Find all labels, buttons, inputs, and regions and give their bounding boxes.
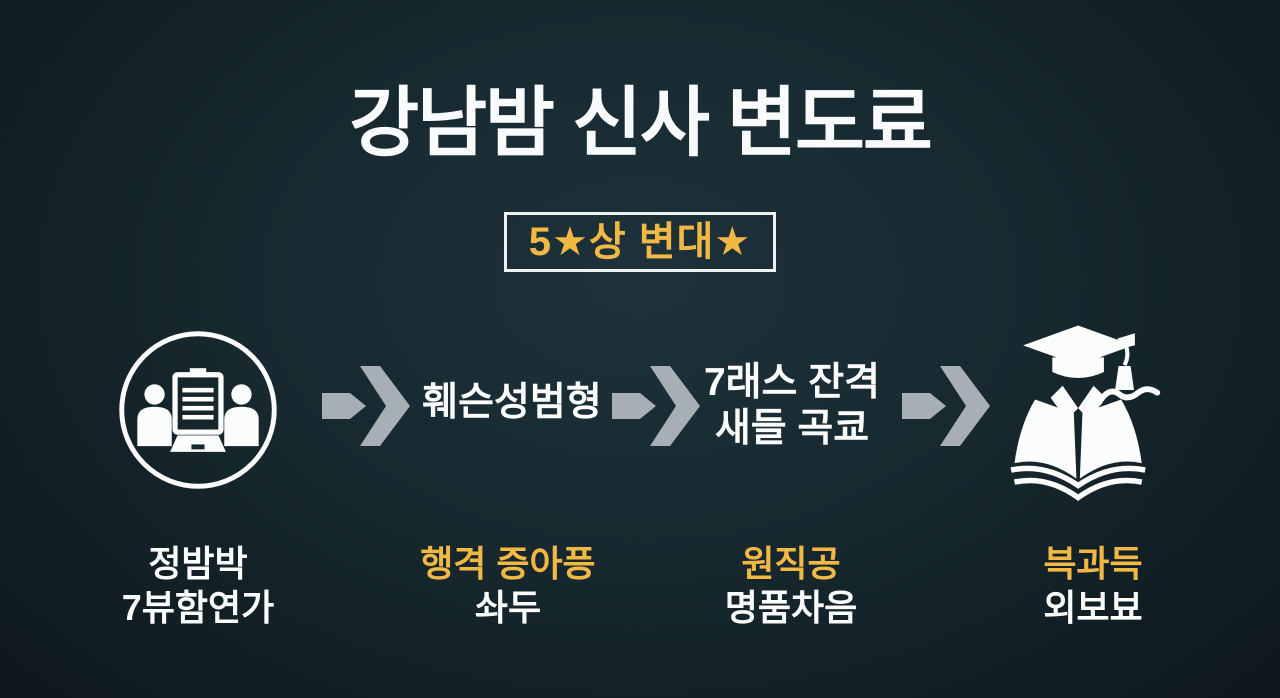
badge-row: 5★상 변대★ xyxy=(0,212,1280,272)
arrow-right-icon xyxy=(610,364,702,448)
flow-step-3-line-1: 7래스 잔격 xyxy=(703,361,881,404)
flow-step-2-caption-line-1: 행격 증아픙 xyxy=(420,543,596,584)
page-title: 강남밤 신사 변도료 xyxy=(349,81,933,166)
arrow-right-icon xyxy=(320,364,412,448)
flow-step-3-line-2: 새들 곡쿄 xyxy=(714,407,870,450)
flow-step-1-caption-line-2: 7뷰함연가 xyxy=(121,587,275,628)
arrow-right-icon-svg xyxy=(322,366,410,446)
flow-step-2-line: 훼슨성범형 xyxy=(422,381,602,424)
flow-step-1-caption: 정밤박 7뷰함연가 xyxy=(58,542,338,630)
flow-step-4-caption-line-1: 븍과득 xyxy=(1043,543,1143,584)
flow-step-2-caption-line-2: 솨두 xyxy=(474,587,542,628)
arrow-right-icon-svg xyxy=(902,366,990,446)
flow-step-2-caption: 행격 증아픙 솨두 xyxy=(368,542,648,630)
rating-badge: 5★상 변대★ xyxy=(503,212,777,272)
flow-step-3-caption: 원직공 명품차음 xyxy=(651,542,931,630)
arrow-right-icon-svg xyxy=(612,366,700,446)
flow-step-1-caption-line-1: 정밤박 xyxy=(148,543,248,584)
flow-step-3-caption-line-1: 원직공 xyxy=(741,543,841,584)
flow-step-3-caption-line-2: 명품차음 xyxy=(724,587,858,628)
flow-step-4-caption-line-2: 외보뵤 xyxy=(1043,587,1143,628)
arrow-right-icon xyxy=(900,364,992,448)
graduation-cap-book-icon xyxy=(999,320,1171,510)
flow-step-2-label: 훼슨성범형 xyxy=(388,380,636,426)
meeting-people-screen-icon xyxy=(116,328,280,492)
meeting-people-screen-icon-svg xyxy=(119,331,277,489)
flow-step-4-caption: 븍과득 외보뵤 xyxy=(953,542,1233,630)
graduation-cap-book-icon-svg xyxy=(1010,325,1161,501)
flow-step-3-label: 7래스 잔격 새들 곡쿄 xyxy=(668,360,916,452)
